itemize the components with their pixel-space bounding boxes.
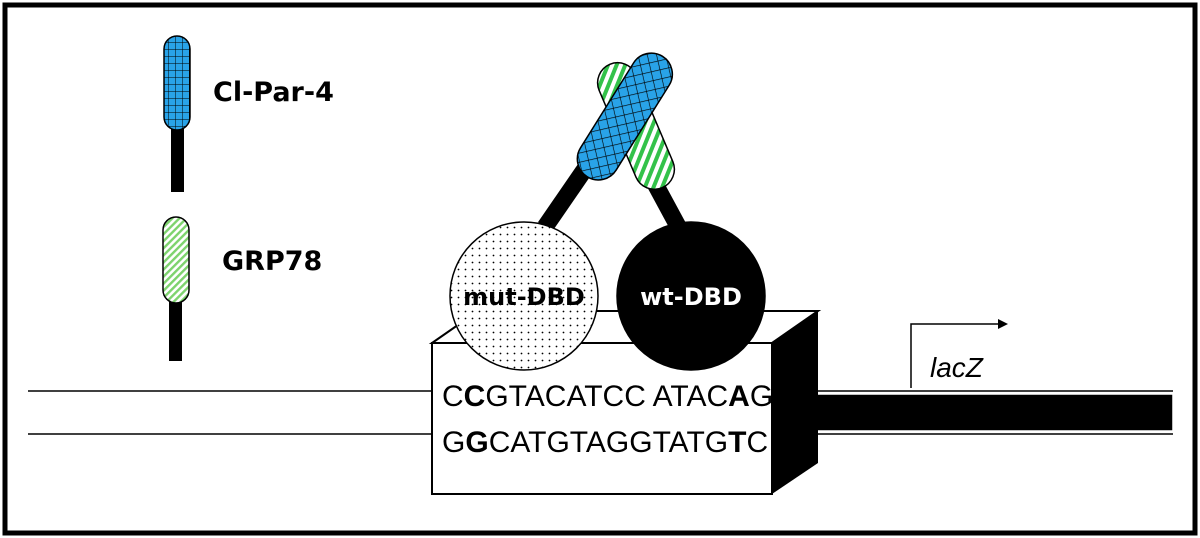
mut-dbd-label: mut-DBD bbox=[463, 283, 585, 311]
legend-item-grp78: GRP78 bbox=[162, 216, 322, 361]
seq-segment: G bbox=[442, 426, 465, 459]
legend-label-grp78: GRP78 bbox=[222, 246, 322, 277]
legend-linker bbox=[169, 295, 182, 361]
grp78-legend-icon bbox=[162, 216, 190, 304]
lacz-gene-block bbox=[786, 393, 1174, 432]
lacz-label: lacZ bbox=[930, 352, 984, 383]
seq-segment: GTACATCC ATAC bbox=[485, 380, 728, 413]
cl-par4-legend-icon bbox=[163, 35, 191, 131]
wt-dbd-label: wt-DBD bbox=[640, 283, 742, 311]
seq-segment-bold: A bbox=[728, 380, 750, 413]
seq-segment-bold: C bbox=[464, 380, 486, 413]
transcription-start-arrow bbox=[910, 319, 1008, 388]
dna-strands bbox=[28, 390, 1173, 435]
mut-dbd-circle bbox=[449, 221, 599, 371]
dna-top-strand: CCGTACATCC ATACAG bbox=[442, 380, 773, 413]
legend-item-cl-par4: Cl-Par-4 bbox=[163, 35, 334, 192]
seq-segment-bold: G bbox=[465, 426, 488, 459]
seq-segment: C bbox=[442, 380, 464, 413]
seq-segment: C bbox=[746, 426, 768, 459]
dna-bottom-strand: GGCATGTAGGTATGTC bbox=[442, 426, 768, 459]
seq-segment: CATGTAGGTATG bbox=[489, 426, 728, 459]
seq-segment: G bbox=[750, 380, 773, 413]
seq-segment-bold: T bbox=[728, 426, 746, 459]
wt-dbd-circle bbox=[616, 221, 766, 371]
legend-linker bbox=[171, 120, 184, 192]
legend-label-cl-par4: Cl-Par-4 bbox=[213, 77, 334, 108]
cl-par4-fusion-capsule bbox=[576, 52, 674, 181]
